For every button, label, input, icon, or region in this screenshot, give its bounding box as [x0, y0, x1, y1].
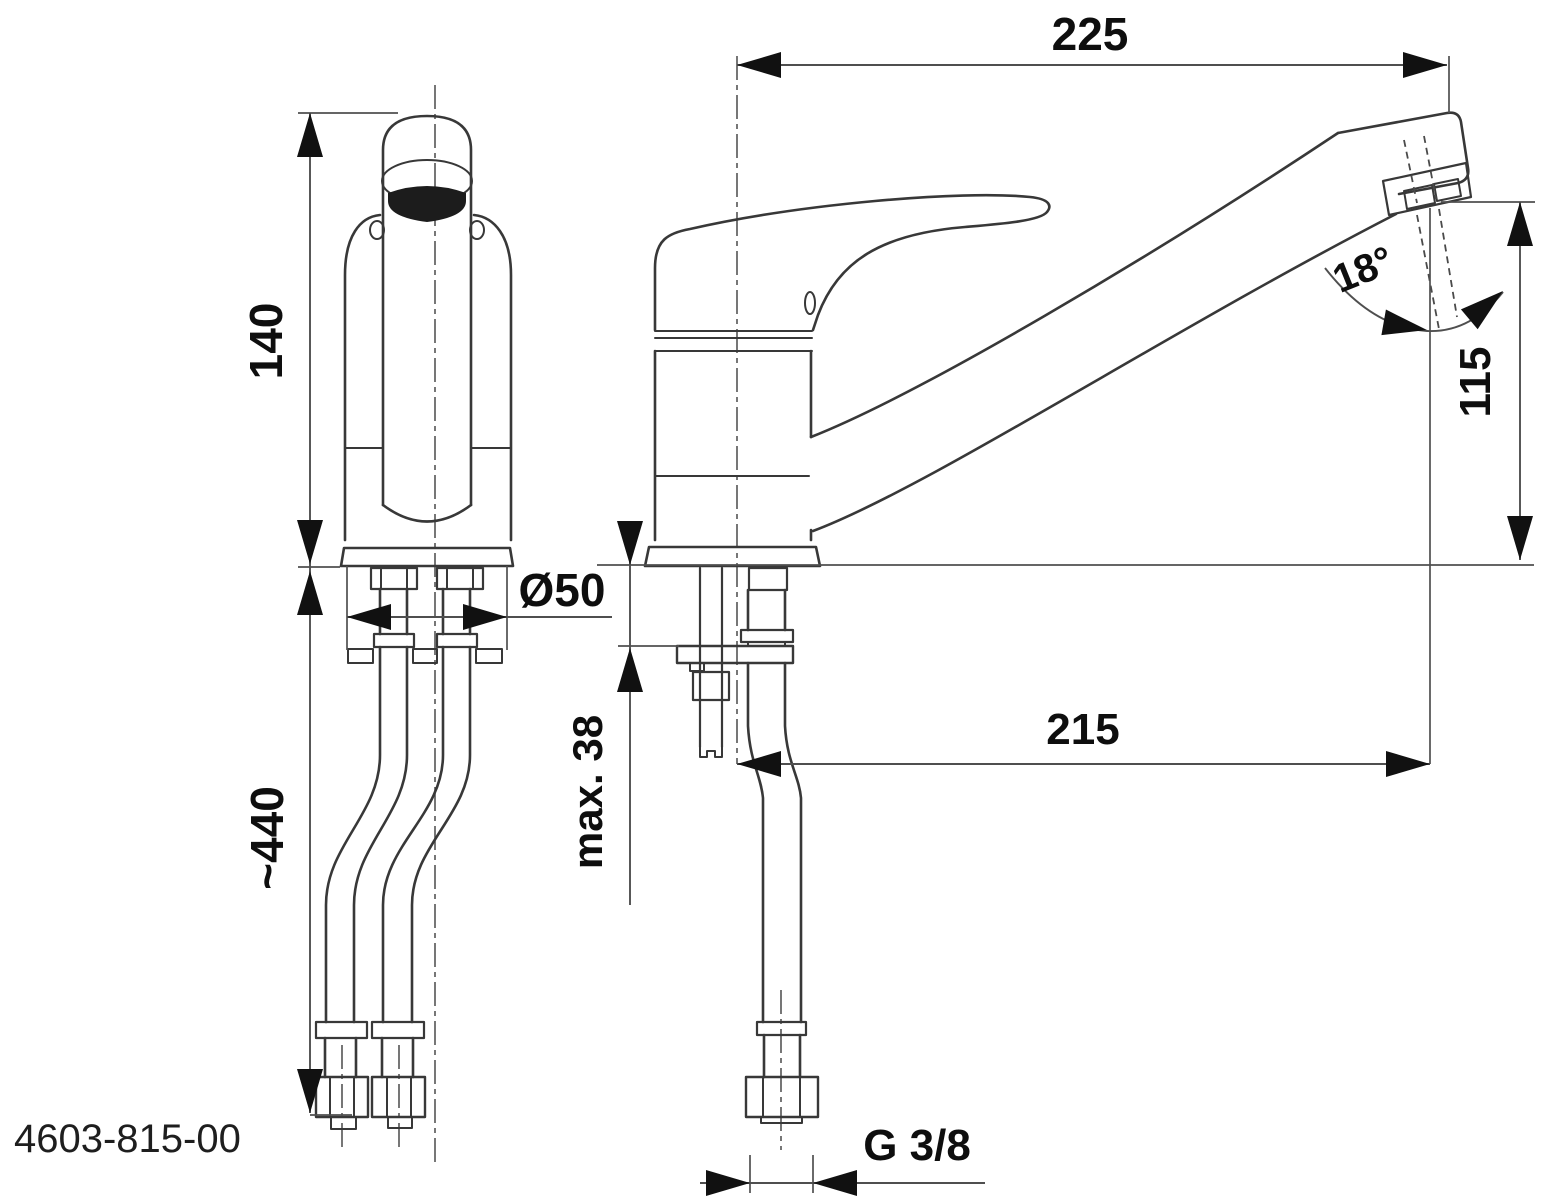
flex-hose: [746, 661, 803, 1024]
pipe-ring: [372, 632, 416, 649]
arrow-right-icon: [1386, 751, 1430, 777]
front-right-pipe: [370, 566, 485, 1129]
left-screw-detail: [369, 220, 385, 240]
dim-140-440: 140 ~440: [240, 112, 398, 1116]
part-number: 4603-815-00: [14, 1117, 241, 1161]
arc-arrow-left-icon: [1381, 309, 1427, 336]
hex-nut: [744, 1075, 820, 1119]
arrow-down2-icon: [297, 1069, 323, 1113]
arrow-right-icon: [706, 1170, 750, 1196]
mounting-hardware: [675, 566, 795, 758]
arrow-left-icon: [737, 751, 781, 777]
dim-angle-18: 18°: [1324, 238, 1504, 336]
arrow-up-icon: [297, 113, 323, 157]
dim-g38: G 3/8: [700, 1121, 985, 1196]
threaded-stud: [698, 566, 724, 749]
nut-stub: [330, 1116, 357, 1130]
pipe-ring: [435, 632, 479, 649]
hose-end-tube: [323, 1036, 358, 1079]
arrow-right-icon: [463, 604, 507, 630]
washer-tab-middle: [412, 648, 438, 664]
spout-lower-edge: [811, 212, 1398, 533]
pipe-fitting-facets: [380, 567, 408, 590]
hex-nut: [314, 1075, 370, 1119]
body-joint-lines: [654, 330, 813, 352]
dim-label-g38: G 3/8: [863, 1121, 971, 1170]
arrow-down-icon: [297, 520, 323, 564]
spout-tip-block: [1336, 111, 1470, 196]
spout-upper-edge: [809, 131, 1340, 439]
dim-dia50: Ø50: [346, 564, 612, 650]
mounting-plate: [675, 644, 795, 665]
stud-notch: [699, 746, 723, 758]
mounting-plate-step: [689, 662, 705, 672]
body-left-shoulder: [343, 213, 382, 542]
water-stream-dashes: [1416, 208, 1458, 330]
hex-nut-facets: [329, 1076, 355, 1118]
handle-dark-band: [388, 186, 466, 222]
arrow-right-icon: [1403, 52, 1447, 78]
nut-stub: [387, 1116, 413, 1129]
nipple-ring: [739, 628, 795, 644]
flex-hose: [324, 645, 409, 1024]
dim-225: 225: [737, 8, 1450, 113]
hex-nut-facets: [386, 1076, 412, 1118]
dim-115: 115: [1441, 201, 1535, 560]
arrow-up-icon: [1507, 202, 1533, 246]
pipe-fitting: [369, 566, 419, 591]
handle-dome-outline: [381, 114, 473, 507]
lever-handle-outline: [653, 193, 1051, 332]
body-cylinder: [653, 349, 813, 542]
dim-label-max38: max. 38: [564, 715, 611, 869]
pipe-fitting: [435, 566, 485, 591]
flex-hose: [381, 645, 472, 1024]
arrow-left-icon: [813, 1170, 857, 1196]
hose-end-tube: [380, 1036, 415, 1079]
arc-arrow-right-icon: [1460, 291, 1503, 330]
nut-stub: [760, 1116, 803, 1124]
right-screw-detail: [469, 220, 485, 240]
pipe-fitting-facets: [446, 567, 474, 590]
dim-max38: max. 38: [564, 521, 679, 905]
arrow-up-icon: [617, 648, 643, 692]
hose-coupling: [314, 1020, 369, 1040]
dim-label-dia50: Ø50: [519, 564, 606, 616]
arrow-down-icon: [617, 521, 643, 565]
front-left-pipe: [314, 566, 419, 1130]
tip-internal-dashes: [1403, 135, 1437, 204]
hose-end-tube: [762, 1033, 802, 1079]
side-view: [597, 111, 1534, 1124]
dim-215: 215: [737, 208, 1431, 777]
dim-label-225: 225: [1052, 8, 1129, 60]
hose-coupling: [370, 1020, 426, 1040]
dim-label-140: 140: [240, 303, 292, 380]
side-hose: [744, 661, 820, 1124]
dim-label-18deg: 18°: [1327, 238, 1400, 301]
neck-bottom-arc: [381, 503, 473, 523]
hose-coupling: [755, 1020, 808, 1037]
aerator-housing: [1381, 161, 1473, 217]
base-flange: [339, 546, 515, 568]
dim-label-115: 115: [1451, 347, 1500, 418]
dimensions: 225 18° 115 215: [240, 8, 1535, 1196]
base-flange: [643, 545, 822, 568]
washer-tab-right: [475, 648, 503, 664]
hex-nut: [370, 1075, 427, 1119]
dim-label-440: ~440: [241, 786, 293, 890]
arrow-left-icon: [347, 604, 391, 630]
pivot-screw-detail: [804, 291, 816, 315]
hex-nut-facets: [762, 1076, 801, 1118]
dim-label-215: 215: [1046, 705, 1119, 754]
hose-nipple: [747, 566, 789, 592]
washer-tab-left: [347, 648, 374, 664]
arrow-left-icon: [737, 52, 781, 78]
stud-nut: [691, 670, 731, 702]
arrow-up2-icon: [297, 571, 323, 615]
arrow-down-icon: [1507, 516, 1533, 560]
nipple-tube: [746, 588, 787, 632]
body-right-shoulder: [472, 213, 513, 542]
